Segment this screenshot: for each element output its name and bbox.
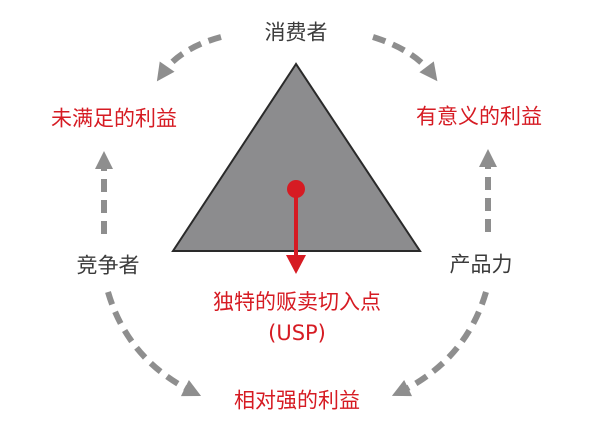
arrow-consumer-to-unmet-icon: [156, 34, 222, 82]
usp-subtitle: (USP): [268, 321, 326, 345]
cycle-arrows: [95, 34, 497, 397]
meaningful-benefit-label: 有意义的利益: [416, 104, 542, 129]
arrow-product-to-relative-icon: [391, 291, 489, 397]
arrow-competitor-to-relative-icon: [105, 291, 202, 397]
usp-label: 独特的贩卖切入点 (USP): [213, 287, 381, 349]
usp-pointer-icon: [286, 180, 306, 274]
relative-benefit-label: 相对强的利益: [234, 388, 360, 413]
competitor-label: 竞争者: [76, 253, 140, 278]
arrow-consumer-to-meaningful-icon: [372, 34, 438, 82]
unmet-benefit-label: 未满足的利益: [51, 106, 177, 131]
product-power-label: 产品力: [449, 252, 513, 277]
usp-title: 独特的贩卖切入点: [213, 290, 381, 314]
consumer-label: 消费者: [264, 20, 328, 45]
